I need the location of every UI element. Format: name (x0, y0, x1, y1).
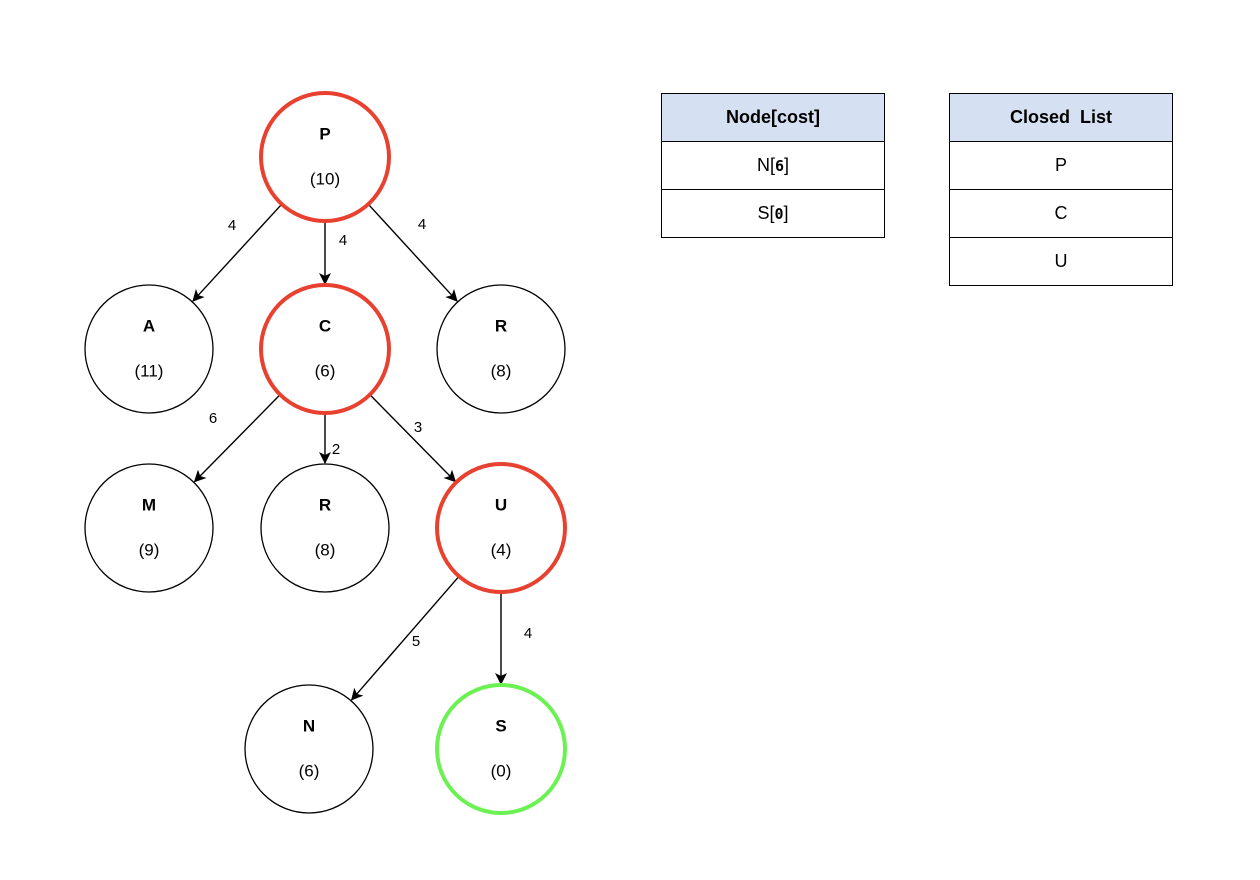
open-list-node-name: S (757, 203, 770, 223)
edge-u-n (350, 575, 460, 701)
node-circle (84, 463, 214, 593)
edge-weight-label: 4 (339, 232, 347, 249)
node-circle (260, 463, 390, 593)
node-cost: (6) (299, 761, 320, 780)
open-list-node-name: N (756, 155, 770, 175)
node-cost: (9) (139, 540, 160, 559)
edge-weight-label: 5 (412, 633, 420, 650)
node-name: A (143, 316, 155, 335)
node-circle (435, 683, 567, 815)
node-n: N (6) (244, 684, 374, 814)
edge-weight-label: 4 (524, 625, 532, 642)
node-cost: (0) (491, 761, 512, 780)
edge-weight-label: 6 (209, 410, 217, 427)
node-cost: (4) (491, 540, 512, 559)
node-s: S (0) (435, 683, 567, 815)
edge-c-m (193, 394, 281, 483)
node-u: U (4) (435, 462, 567, 594)
node-name: C (319, 316, 331, 335)
node-r1: R (8) (436, 284, 566, 414)
node-cost: (10) (310, 169, 340, 188)
edge-weight-label: 4 (228, 217, 236, 234)
node-r2: R (8) (260, 463, 390, 593)
open-list-node-cost: 6 (774, 156, 785, 175)
node-circle (84, 284, 214, 414)
open-list-row: N[ 6 ] (661, 142, 885, 190)
open-list-header: Node[cost] (661, 93, 885, 142)
node-cost: (6) (315, 361, 336, 380)
node-cost: (8) (491, 361, 512, 380)
node-m: M (9) (84, 463, 214, 593)
open-list-table: Node[cost] N[ 6 ] S[ 0 ] (661, 93, 885, 238)
node-name: R (495, 316, 507, 335)
edge-p-r1 (367, 203, 458, 302)
open-list-row: S[ 0 ] (661, 190, 885, 238)
node-name: M (142, 495, 156, 514)
node-name: P (319, 124, 330, 143)
closed-list-row: P (949, 142, 1173, 190)
edge-p-a (192, 203, 283, 302)
edge-weight-label: 2 (332, 441, 340, 458)
node-a: A (11) (84, 284, 214, 414)
node-cost: (11) (135, 361, 164, 380)
node-cost: (8) (315, 540, 336, 559)
node-circle (244, 684, 374, 814)
node-name: U (495, 495, 507, 514)
closed-list-header: Closed List (949, 93, 1173, 142)
closed-list-row: U (949, 238, 1173, 286)
node-circle (436, 284, 566, 414)
closed-list-table: Closed List P C U (949, 93, 1173, 286)
node-circle (259, 91, 391, 223)
edge-weight-label: 4 (418, 216, 426, 233)
node-name: S (495, 716, 506, 735)
closed-list-row: C (949, 190, 1173, 238)
node-circle (259, 283, 391, 415)
nodes: P (10) A (11) C (6) R (8) M (9) R (8) U (4) N (6) S (0) (84, 91, 567, 815)
node-name: N (303, 716, 315, 735)
edge-c-u (369, 394, 457, 483)
node-circle (435, 462, 567, 594)
edge-weight-label: 3 (414, 419, 422, 436)
open-list-node-cost: 0 (774, 204, 784, 223)
node-name: R (319, 495, 331, 514)
edges: 4 4 4 6 2 3 5 4 (192, 203, 532, 701)
node-c: C (6) (259, 283, 391, 415)
node-p: P (10) (259, 91, 391, 223)
